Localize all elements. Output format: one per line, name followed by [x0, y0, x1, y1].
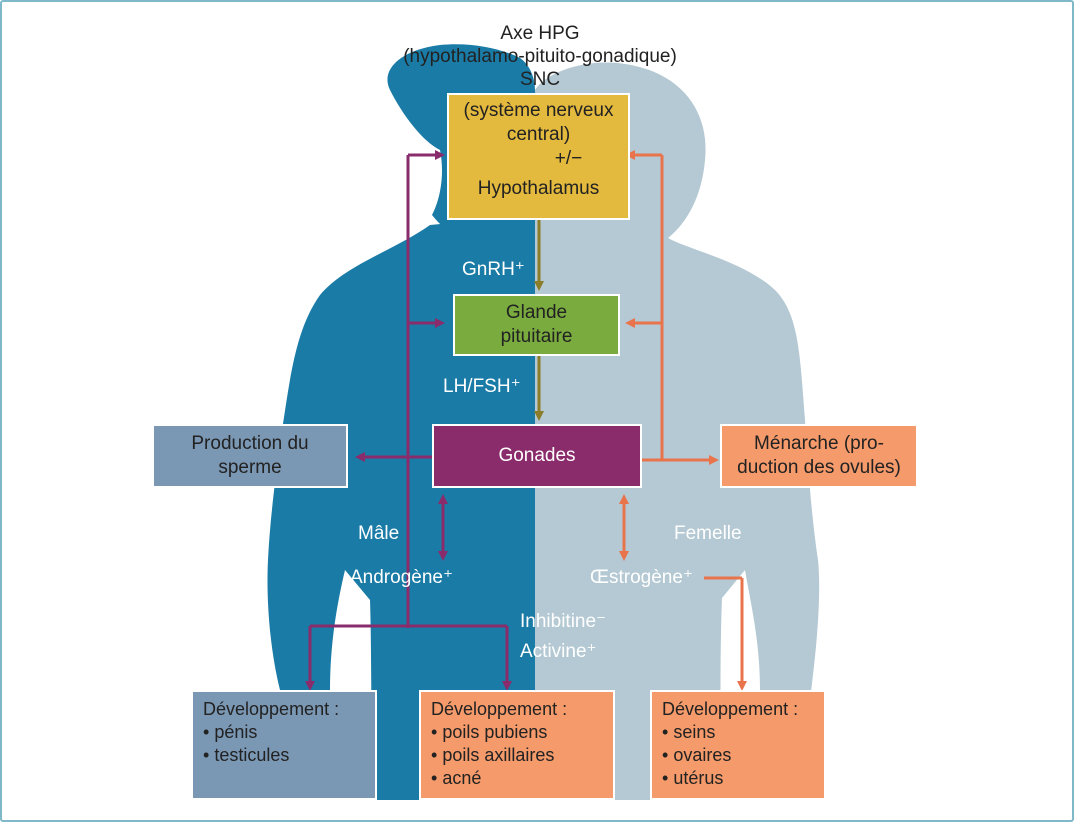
lhfsh-label: LH/FSH⁺: [443, 376, 521, 397]
snc-hypothalamus-box: (système nerveux central) +/− Hypothalam…: [447, 93, 630, 220]
activin-label: Activine⁺: [520, 641, 597, 662]
list-item: pénis: [203, 721, 365, 744]
axis-title: Axe HPG: [500, 23, 580, 44]
list-item: utérus: [662, 767, 814, 790]
list-item: acné: [431, 767, 603, 790]
feedback-label: +/−: [554, 148, 583, 169]
menarche-box: Ménarche (pro- duction des ovules): [720, 424, 918, 488]
development-female-box: Développement : seins ovaires utérus: [650, 690, 826, 800]
gonads-box: Gonades: [432, 424, 642, 488]
pituitary-box: Glande pituitaire: [453, 294, 620, 356]
menarche-line1: Ménarche (pro-: [754, 433, 884, 454]
snc-label: SNC: [519, 69, 561, 90]
list-item: ovaires: [662, 744, 814, 767]
pituitary-line2: pituitaire: [500, 326, 573, 347]
development-title-shared: Développement :: [431, 699, 568, 719]
male-genital-list: pénis testicules: [203, 721, 365, 767]
axis-subtitle: (hypothalamo-pituito-gonadique): [403, 46, 677, 67]
menarche-line2: duction des ovules): [737, 457, 901, 478]
snc-box-line1: (système nerveux: [463, 100, 614, 121]
male-label: Mâle: [358, 523, 400, 544]
sperm-production-box: Production du sperme: [152, 424, 348, 488]
sperm-line2: sperme: [218, 457, 282, 478]
development-title-male: Développement :: [203, 699, 340, 719]
list-item: seins: [662, 721, 814, 744]
list-item: poils axillaires: [431, 744, 603, 767]
development-title-female: Développement :: [662, 699, 799, 719]
gonads-label: Gonades: [498, 445, 576, 466]
androgen-label: Androgène⁺: [350, 567, 453, 588]
inhibin-label: Inhibitine⁻: [520, 611, 607, 632]
female-list: seins ovaires utérus: [662, 721, 814, 790]
shared-list: poils pubiens poils axillaires acné: [431, 721, 603, 790]
gnrh-label: GnRH⁺: [462, 259, 525, 280]
snc-box-line2: central): [506, 124, 571, 145]
development-male-genital-box: Développement : pénis testicules: [191, 690, 377, 800]
hypothalamus-label: Hypothalamus: [477, 178, 600, 199]
pituitary-line1: Glande: [505, 302, 568, 323]
development-shared-box: Développement : poils pubiens poils axil…: [419, 690, 615, 800]
orange-arrows: [619, 150, 747, 691]
estrogen-label: Œstrogène⁺: [590, 567, 693, 588]
purple-arrows: [305, 150, 512, 691]
female-label: Femelle: [674, 523, 742, 544]
list-item: poils pubiens: [431, 721, 603, 744]
list-item: testicules: [203, 744, 365, 767]
sperm-line1: Production du: [191, 433, 309, 454]
